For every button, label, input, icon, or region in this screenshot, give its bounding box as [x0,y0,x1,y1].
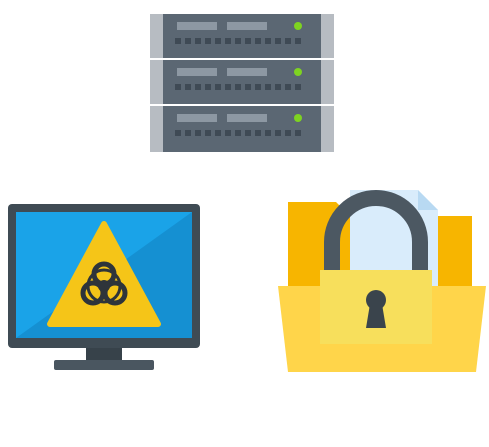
server-unit [150,60,334,104]
server-rack-icon [147,8,337,158]
server-unit [150,106,334,152]
locked-folder-icon [276,186,488,376]
biohazard-warning-monitor-icon [2,198,206,378]
server-unit [150,14,334,58]
